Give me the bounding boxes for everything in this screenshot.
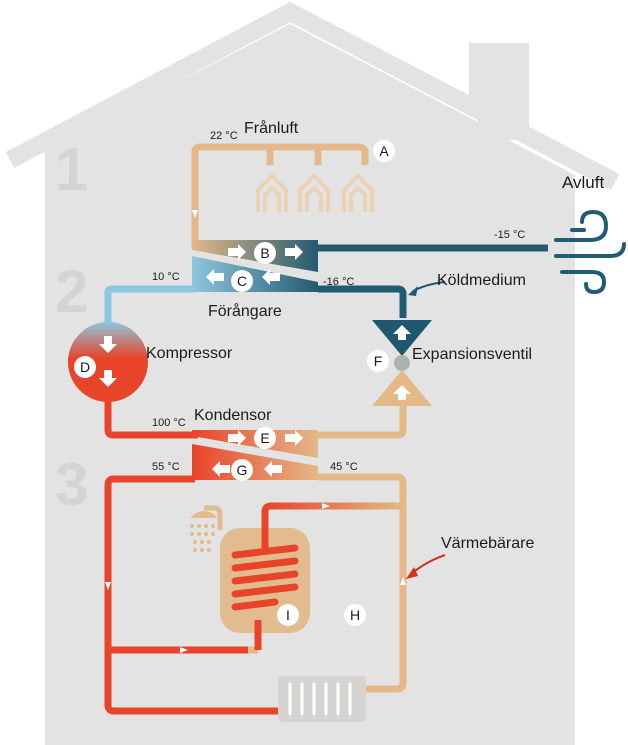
temp-forangare-out: -16 °C [323, 276, 354, 288]
label-koldmedium: Köldmedium [437, 272, 526, 289]
arrow-left-icon [212, 461, 282, 477]
refrigerant-pipe-cold [104, 285, 195, 333]
badge-d: D [74, 356, 96, 378]
svg-text:B: B [260, 245, 269, 261]
expansion-valve-core [394, 355, 410, 371]
label-varmebarare: Värmebärare [441, 535, 534, 552]
svg-text:H: H [350, 607, 360, 623]
label-expansionsventil: Expansionsventil [412, 346, 532, 363]
section-number-2: 2 [55, 258, 88, 325]
svg-text:D: D [80, 359, 90, 375]
badge-a: A [373, 140, 395, 162]
svg-text:I: I [286, 607, 290, 623]
label-forangare: Förångare [208, 302, 282, 320]
shower-icon [190, 505, 223, 552]
callout-koldmedium [408, 281, 446, 296]
badge-f: F [367, 350, 389, 372]
arrow-up-icon [393, 325, 411, 340]
flow-arrow-down-icon [192, 210, 198, 218]
svg-text:F: F [374, 353, 383, 369]
refrigerant-pipe-return [318, 406, 407, 439]
warm-air-arrows-icon [256, 174, 374, 212]
temp-avluft: -15 °C [494, 229, 525, 241]
label-avluft: Avluft [562, 173, 604, 192]
callout-varmebarare [406, 554, 446, 579]
badge-g: G [231, 459, 253, 481]
temp-supply: 55 °C [152, 461, 180, 473]
exhaust-air-duct [191, 143, 369, 247]
label-kompressor: Kompressor [146, 345, 233, 362]
section-number-3: 3 [55, 451, 88, 518]
arrow-right-icon [228, 430, 303, 446]
refrigerant-pipe-low [318, 285, 407, 318]
flow-arrow-right-icon [180, 647, 188, 653]
label-franluft: Frånluft [244, 119, 299, 137]
label-kondensor: Kondensor [194, 407, 272, 424]
arrow-left-icon [206, 269, 280, 285]
temp-franluft: 22 °C [210, 130, 238, 142]
evaporator-c [192, 256, 318, 292]
badge-b: B [254, 242, 276, 264]
refrigerant-pipe-hot [104, 400, 198, 439]
flow-arrow-down-icon [105, 582, 111, 590]
badge-i: I [277, 604, 299, 626]
compressor-d [68, 322, 148, 402]
svg-text:A: A [379, 143, 389, 159]
badge-h: H [344, 604, 366, 626]
temp-kondensor-in: 100 °C [152, 417, 186, 429]
svg-text:C: C [237, 273, 247, 289]
svg-text:E: E [260, 430, 269, 446]
arrow-right-icon [228, 244, 303, 260]
heating-circuit [104, 473, 407, 715]
flow-arrow-right-icon [322, 503, 330, 509]
temp-return: 45 °C [330, 461, 358, 473]
radiator-icon [278, 676, 366, 722]
flow-arrow-up-icon [400, 577, 406, 585]
wind-icon [554, 209, 626, 295]
temp-forangare-in: 10 °C [152, 271, 180, 283]
arrow-up-icon [393, 385, 411, 400]
heating-coil [231, 516, 299, 611]
badge-e: E [254, 427, 276, 449]
section-number-1: 1 [55, 136, 88, 203]
badge-c: C [231, 270, 253, 292]
svg-text:G: G [237, 462, 248, 478]
arrow-down-icon [99, 336, 117, 387]
